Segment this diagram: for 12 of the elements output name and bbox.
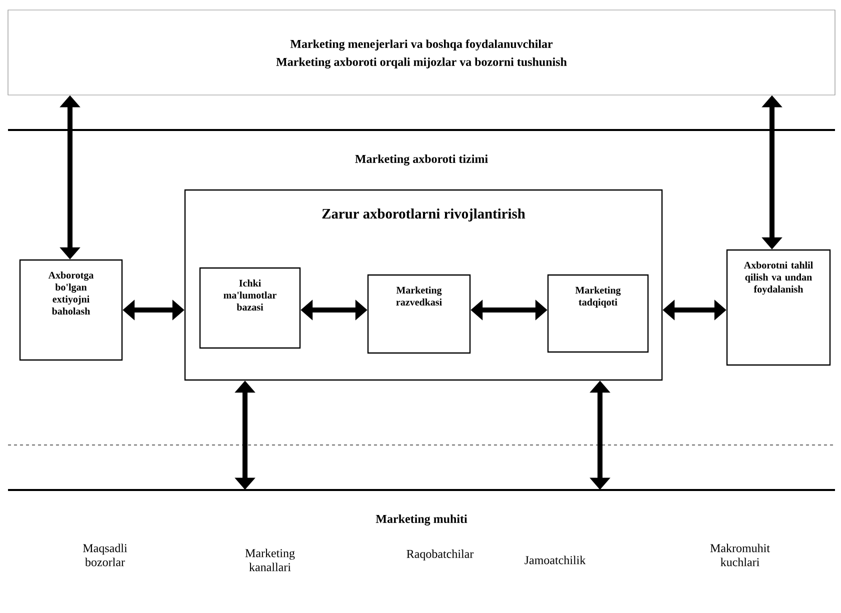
- category-label: Makromuhit kuchlari: [710, 544, 770, 566]
- process-box: Ichki ma'lumotlar bazasi: [199, 267, 301, 349]
- process-box: Marketing tadqiqoti: [547, 274, 649, 353]
- environment-band: Marketing muhiti: [8, 489, 835, 526]
- header-band: Marketing menejerlari va boshqa foydalanuvchilar Marketing axboroti orqali mijozlar va bozorni tushunish: [8, 10, 836, 96]
- process-box: Axborotga bo'lgan extiyojni baholash: [19, 259, 123, 361]
- category-label: Maqsadli bozorlar: [83, 544, 128, 566]
- process-box: Axborotni tahlil qilish va undan foydalanish: [726, 249, 831, 366]
- process-box: Marketing razvedkasi: [367, 274, 471, 354]
- category-label: Marketing kanallari: [245, 548, 295, 572]
- category-label: Jamoatchilik: [524, 556, 586, 564]
- category-label: Raqobatchilar: [406, 550, 474, 560]
